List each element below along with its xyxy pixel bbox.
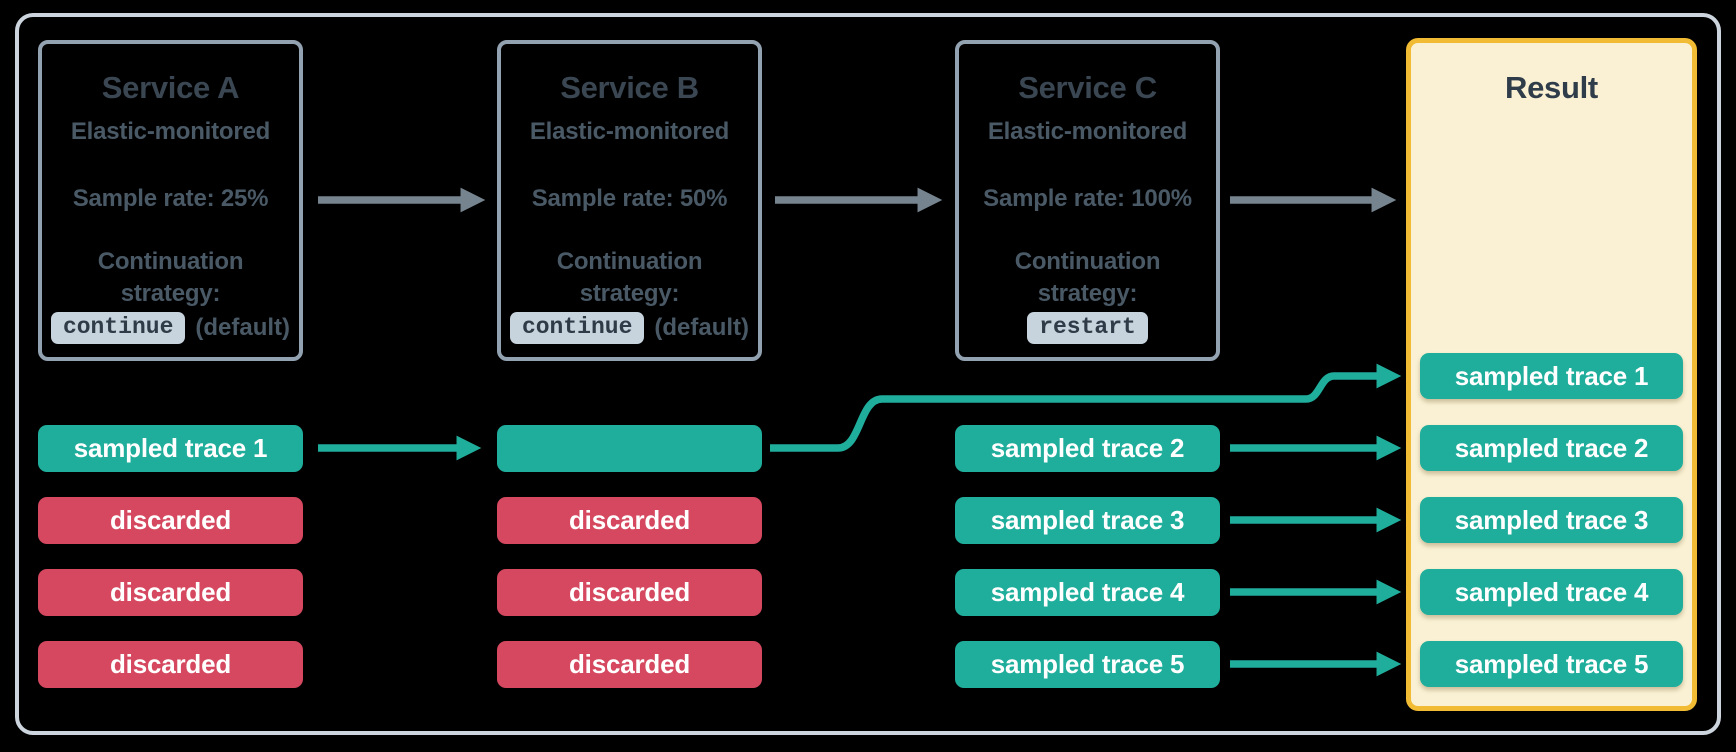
service-a-strategy-default-label: (default): [195, 314, 291, 341]
service-b-strategy-row: continue (default): [501, 310, 758, 346]
pill-a-discarded-2: discarded: [38, 569, 303, 616]
result-pill-sampled-trace-3: sampled trace 3: [1420, 497, 1683, 543]
result-pill-sampled-trace-2: sampled trace 2: [1420, 425, 1683, 471]
pill-c-sampled-trace-2: sampled trace 2: [955, 425, 1220, 472]
pill-b-discarded-1: discarded: [497, 497, 762, 544]
service-c-strategy-row: restart: [959, 310, 1216, 346]
service-a-continuation-label: Continuation strategy:: [97, 248, 244, 307]
service-c-strategy-code-badge: restart: [1027, 312, 1148, 344]
service-b-box: Service B Elastic-monitored Sample rate:…: [497, 40, 762, 361]
service-a-monitoring-label: Elastic-monitored: [70, 118, 271, 145]
service-a-title: Service A: [101, 70, 240, 105]
pill-b-discarded-2: discarded: [497, 569, 762, 616]
service-b-title: Service B: [560, 70, 699, 105]
service-b-strategy-code-badge: continue: [509, 312, 645, 344]
service-a-sample-rate: Sample rate: 25%: [72, 185, 269, 212]
service-b-monitoring-label: Elastic-monitored: [529, 118, 730, 145]
pill-a-sampled-trace-1: sampled trace 1: [38, 425, 303, 472]
service-c-monitoring-label: Elastic-monitored: [987, 118, 1188, 145]
pill-c-sampled-trace-3: sampled trace 3: [955, 497, 1220, 544]
service-b-strategy-default-label: (default): [654, 314, 750, 341]
pill-a-discarded-1: discarded: [38, 497, 303, 544]
result-box: Result sampled trace 1 sampled trace 2 s…: [1406, 38, 1697, 711]
result-pill-sampled-trace-5: sampled trace 5: [1420, 641, 1683, 687]
service-b-sample-rate: Sample rate: 50%: [531, 185, 728, 212]
pill-c-sampled-trace-5: sampled trace 5: [955, 641, 1220, 688]
pill-b-discarded-3: discarded: [497, 641, 762, 688]
pill-b-sampled-trace-empty: [497, 425, 762, 472]
service-a-strategy-row: continue (default): [42, 310, 299, 346]
service-c-sample-rate: Sample rate: 100%: [983, 185, 1192, 212]
pill-a-discarded-3: discarded: [38, 641, 303, 688]
diagram-frame: [15, 13, 1721, 735]
result-title: Result: [1505, 70, 1598, 105]
service-c-title: Service C: [1018, 70, 1157, 105]
service-c-continuation-label: Continuation strategy:: [1014, 248, 1161, 307]
service-a-strategy-code-badge: continue: [50, 312, 186, 344]
service-c-box: Service C Elastic-monitored Sample rate:…: [955, 40, 1220, 361]
service-a-box: Service A Elastic-monitored Sample rate:…: [38, 40, 303, 361]
result-pill-sampled-trace-1: sampled trace 1: [1420, 353, 1683, 399]
service-b-continuation-label: Continuation strategy:: [556, 248, 703, 307]
result-pill-sampled-trace-4: sampled trace 4: [1420, 569, 1683, 615]
pill-c-sampled-trace-4: sampled trace 4: [955, 569, 1220, 616]
